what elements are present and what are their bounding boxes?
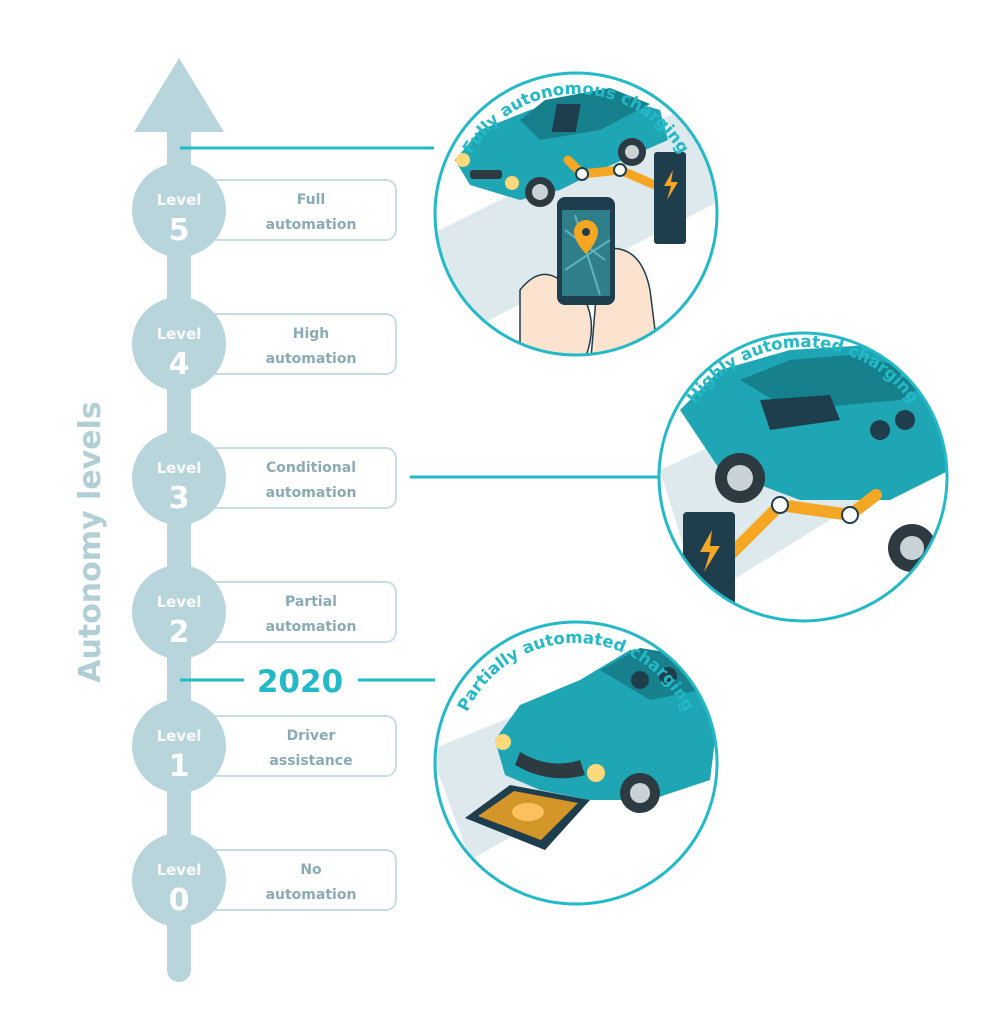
level-1-word: Level xyxy=(157,727,202,745)
robot-arm-icon xyxy=(563,155,660,190)
level-row-3: Level 3 Conditional automation xyxy=(132,431,397,525)
level-row-2: Level 2 Partial automation xyxy=(132,565,397,659)
level-1-label-line1: Driver xyxy=(287,728,336,744)
level-3-circle xyxy=(132,431,226,525)
level-3-word: Level xyxy=(157,459,202,477)
level-0-circle xyxy=(132,833,226,927)
level-3-label-line1: Conditional xyxy=(266,460,356,476)
charger-icon xyxy=(654,152,686,244)
level-1-label-line2: assistance xyxy=(269,753,352,769)
level-4-circle xyxy=(132,297,226,391)
level-row-1: Level 1 Driver assistance xyxy=(132,699,397,793)
level-4-number: 4 xyxy=(169,347,190,382)
level-2-word: Level xyxy=(157,593,202,611)
highly-automated-illustration: Highly automated charging xyxy=(657,331,949,623)
level-2-number: 2 xyxy=(169,615,190,650)
level-2-circle xyxy=(132,565,226,659)
level-0-label-line2: automation xyxy=(266,887,357,903)
fully-autonomous-illustration: Fully autonomous charging xyxy=(433,71,719,357)
level-5-label-line2: automation xyxy=(266,217,357,233)
level-2-label-line2: automation xyxy=(266,619,357,635)
year-label: 2020 xyxy=(257,664,343,700)
level-row-0: Level 0 No automation xyxy=(132,833,397,927)
level-1-number: 1 xyxy=(169,749,190,784)
level-2-label-line1: Partial xyxy=(285,594,337,610)
level-5-number: 5 xyxy=(169,213,190,248)
level-5-word: Level xyxy=(157,191,202,209)
level-4-label-line2: automation xyxy=(266,351,357,367)
level-0-number: 0 xyxy=(169,883,190,918)
level-4-word: Level xyxy=(157,325,202,343)
axis-arrowhead xyxy=(134,58,224,132)
map-pin-icon xyxy=(574,220,598,254)
level-5-circle xyxy=(132,163,226,257)
level-row-4: Level 4 High automation xyxy=(132,297,397,391)
level-0-label-line1: No xyxy=(300,862,322,878)
autonomy-axis xyxy=(134,58,224,982)
level-0-word: Level xyxy=(157,861,202,879)
level-3-number: 3 xyxy=(169,481,190,516)
level-row-5: Level 5 Full automation xyxy=(132,163,397,257)
level-3-label-line2: automation xyxy=(266,485,357,501)
partially-automated-illustration: Partially automated charging xyxy=(433,620,719,906)
level-4-label-line1: High xyxy=(293,326,330,342)
level-1-circle xyxy=(132,699,226,793)
year-marker: 2020 xyxy=(180,664,435,700)
robot-arm-icon xyxy=(719,489,882,566)
axis-label: Autonomy levels xyxy=(73,401,108,682)
level-5-label-line1: Full xyxy=(297,192,325,208)
